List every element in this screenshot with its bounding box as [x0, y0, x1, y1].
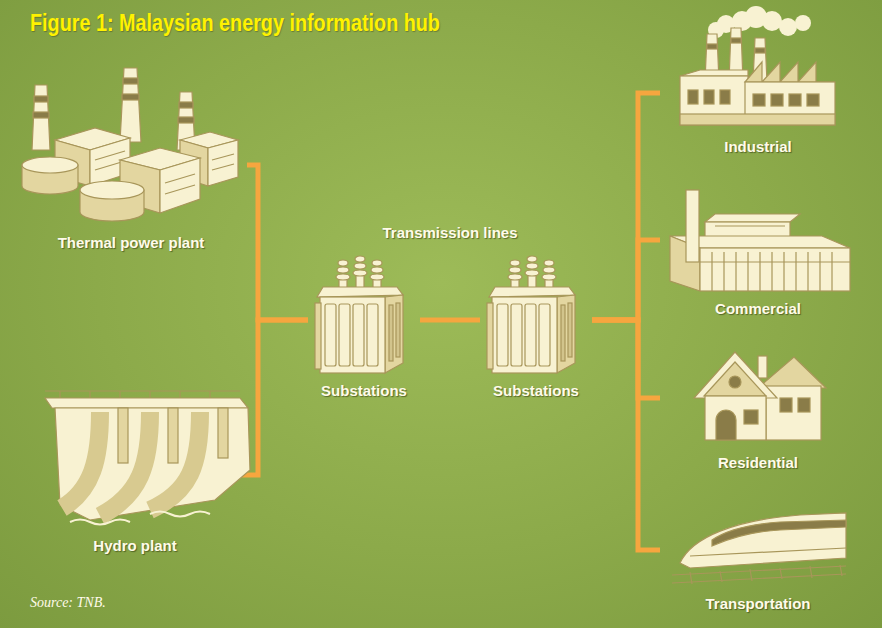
hydro-plant-icon	[45, 391, 250, 525]
node-label: Substations	[321, 382, 407, 402]
icon-node: Industrial	[660, 12, 856, 158]
icon-node: Residential	[660, 340, 856, 474]
commercial-building-icon	[670, 190, 850, 291]
power-line	[592, 320, 660, 550]
substation-icon	[487, 256, 575, 373]
train-icon	[672, 513, 846, 584]
icon-node: Substations	[308, 250, 420, 402]
factory-icon	[680, 6, 835, 125]
substation-icon	[315, 256, 403, 373]
icon-node: Thermal power plant	[15, 62, 247, 254]
house-icon	[694, 352, 826, 440]
node-label: Residential	[718, 454, 798, 474]
node-label: Hydro plant	[93, 537, 176, 557]
icon-node: Substations	[480, 250, 592, 402]
node-label: Commercial	[715, 300, 801, 320]
power-line	[592, 320, 660, 398]
power-line	[247, 165, 308, 320]
node-label: Industrial	[724, 138, 792, 158]
source-note: Source: TNB.	[30, 594, 106, 612]
icon-node: Commercial	[660, 185, 856, 320]
line-label: Transmission lines	[382, 224, 517, 242]
node-label: Substations	[493, 382, 579, 402]
power-line	[420, 318, 480, 323]
thermal-plant-icon	[22, 68, 238, 221]
icon-node: Transportation	[660, 505, 856, 615]
power-line	[592, 240, 660, 320]
node-label: Thermal power plant	[58, 234, 205, 254]
figure-title: Figure 1: Malaysian energy information h…	[30, 9, 440, 37]
power-line	[592, 93, 660, 320]
icon-node: Hydro plant	[35, 385, 235, 557]
node-label: Transportation	[705, 595, 810, 615]
